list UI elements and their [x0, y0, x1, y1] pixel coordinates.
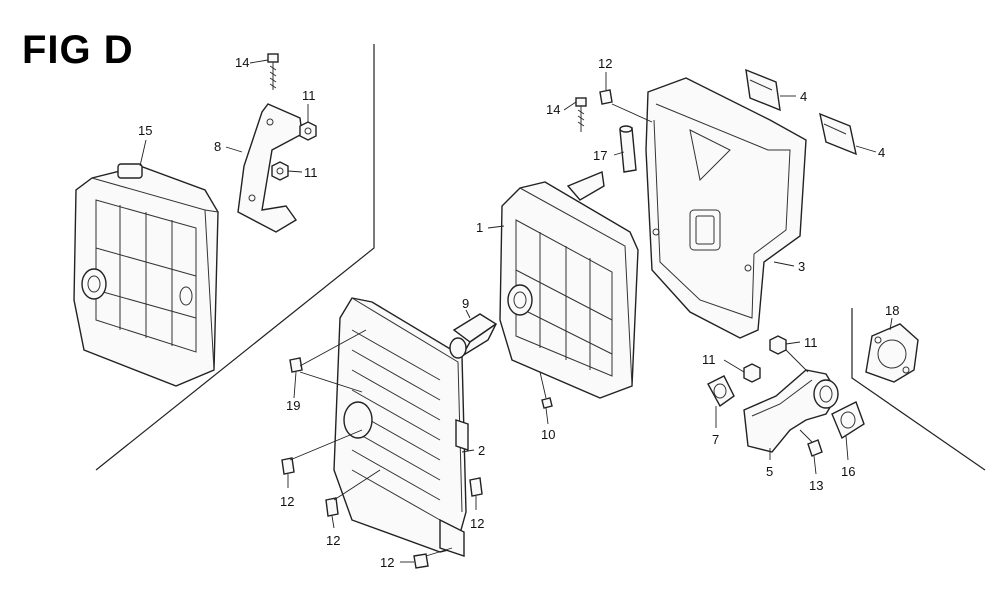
- part-plate-2: [333, 297, 469, 557]
- part-bolt-10: [541, 397, 553, 409]
- part-bolt-14-left: [267, 53, 279, 90]
- part-gasket-7: [707, 375, 735, 408]
- callout-18: 18: [885, 303, 899, 318]
- part-pipe-17: [619, 125, 637, 173]
- part-bolt-12-bottom-left: [325, 497, 339, 517]
- callout-15: 15: [138, 123, 152, 138]
- callout-7: 7: [712, 432, 719, 447]
- part-bolt-12-top: [599, 89, 613, 105]
- callout-1: 1: [476, 220, 483, 235]
- part-flange-gasket-18: [865, 323, 919, 383]
- callout-4-upper: 4: [800, 89, 807, 104]
- callout-9: 9: [462, 296, 469, 311]
- callout-8: 8: [214, 139, 221, 154]
- callout-12-left: 12: [280, 494, 294, 509]
- part-exhaust-pipe-5: [743, 369, 839, 453]
- part-nut-11-lower: [271, 161, 289, 181]
- callout-11-center-right: 11: [702, 352, 716, 367]
- part-nut-11-right-a: [769, 335, 787, 355]
- callout-12-top: 12: [598, 56, 612, 71]
- part-tube-9: [449, 313, 498, 359]
- callout-4-lower: 4: [878, 145, 885, 160]
- leader-lines: [139, 59, 893, 563]
- callout-2: 2: [478, 443, 485, 458]
- callout-12-bottom: 12: [380, 555, 394, 570]
- callout-14-center: 14: [546, 102, 560, 117]
- part-bolt-12-bottom: [413, 553, 429, 569]
- callout-11-lower-left: 11: [304, 165, 318, 180]
- callout-3: 3: [798, 259, 805, 274]
- callout-13: 13: [809, 478, 823, 493]
- part-bracket-8: [237, 103, 303, 233]
- part-bolt-12-right: [469, 477, 483, 497]
- callout-11-upper-left: 11: [302, 88, 316, 103]
- part-muffler-1: [499, 171, 639, 399]
- callout-12-right: 12: [470, 516, 484, 531]
- part-muffler-cover-15: [73, 163, 219, 387]
- part-clip-4-lower: [819, 112, 857, 156]
- callout-11-right: 11: [804, 335, 818, 350]
- part-screw-19: [289, 357, 303, 373]
- part-nut-11-right-b: [743, 363, 761, 383]
- callout-14-left: 14: [235, 55, 249, 70]
- part-bolt-12-left: [281, 457, 295, 475]
- callout-19: 19: [286, 398, 300, 413]
- callout-16: 16: [841, 464, 855, 479]
- part-nut-11-upper: [299, 121, 317, 141]
- part-bolt-13: [807, 439, 823, 457]
- section-divider-right: [851, 308, 986, 471]
- section-divider-left: [95, 44, 375, 471]
- callout-10: 10: [541, 427, 555, 442]
- callout-17: 17: [593, 148, 607, 163]
- part-protector-3: [645, 77, 807, 339]
- part-clip-4-upper: [745, 68, 781, 112]
- callout-5: 5: [766, 464, 773, 479]
- figure-title: FIG D: [22, 28, 134, 72]
- part-bolt-14-center: [575, 97, 587, 132]
- callout-12-bottom-left: 12: [326, 533, 340, 548]
- part-gasket-16: [831, 401, 865, 440]
